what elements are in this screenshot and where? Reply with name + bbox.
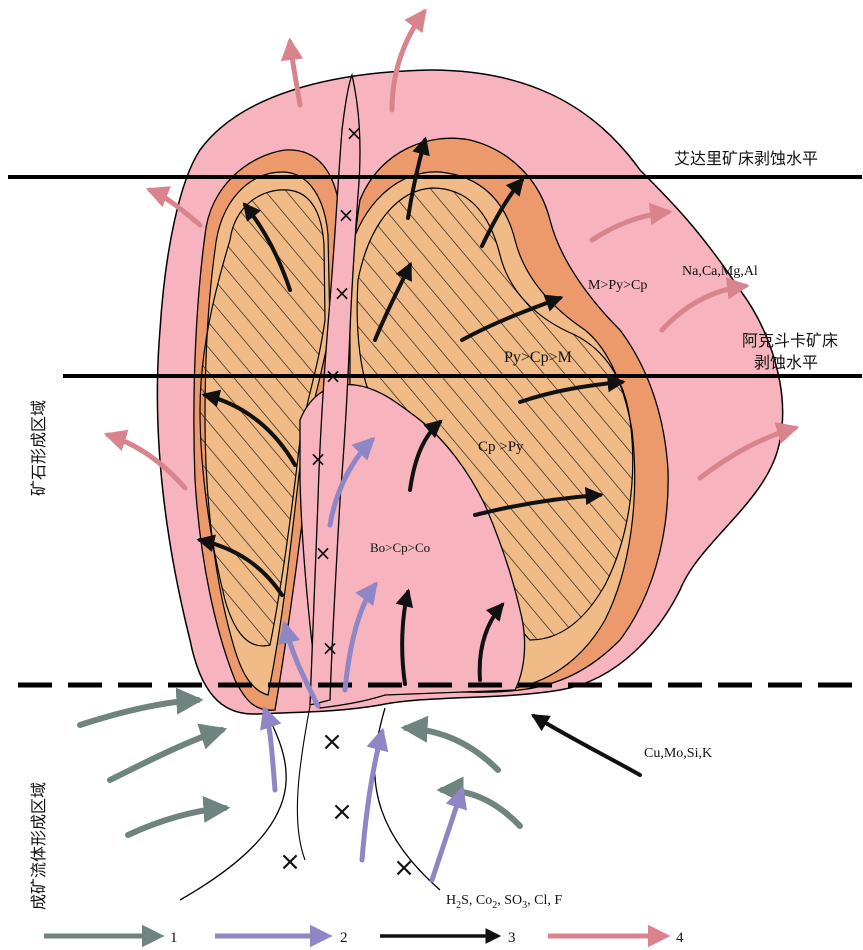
label-mineral-core: Bo>Cp>Co — [370, 540, 430, 555]
x-marker: × — [331, 797, 353, 827]
gray-arrow — [80, 700, 198, 725]
x-marker: × — [393, 853, 415, 883]
label-elements-in: Cu,Mo,Si,K — [644, 746, 712, 761]
label-mineral-inner: Cp >Py — [478, 439, 524, 455]
legend-item-3: 3 — [380, 930, 516, 946]
x-marker: × — [321, 727, 343, 757]
x-marker: × — [334, 281, 351, 305]
x-marker: × — [338, 203, 355, 227]
gray-arrow — [406, 728, 498, 770]
x-marker: × — [315, 541, 332, 565]
blue-arrow — [265, 710, 275, 790]
legend-label-4: 4 — [676, 930, 684, 946]
legend: 1 2 3 4 — [44, 930, 684, 946]
label-akedouka-level-1: 阿克斗卡矿床 — [742, 331, 838, 350]
legend-item-2: 2 — [215, 930, 348, 946]
legend-label-2: 2 — [340, 930, 348, 946]
x-marker: × — [325, 364, 342, 388]
label-ore-zone: 矿石形成区域 — [29, 400, 48, 496]
x-marker: × — [279, 847, 301, 877]
legend-item-4: 4 — [548, 930, 684, 946]
x-marker: × — [310, 447, 327, 471]
label-fluid-zone: 成矿流体形成区域 — [29, 782, 48, 910]
x-marker: × — [322, 636, 339, 660]
label-gases: H2S, Co2, SO3, Cl, F — [446, 893, 562, 911]
gray-arrow — [110, 730, 222, 780]
legend-label-3: 3 — [508, 930, 516, 946]
label-akedouka-level-2: 剥蚀水平 — [754, 353, 818, 372]
label-mineral-outer: M>Py>Cp — [588, 278, 647, 293]
conduit-line-center — [297, 706, 310, 860]
label-elements-out: Na,Ca,Mg,Al — [682, 264, 758, 279]
blue-arrow — [432, 790, 462, 880]
legend-item-1: 1 — [44, 930, 178, 946]
black-arrow — [534, 716, 640, 775]
gray-arrow — [128, 808, 225, 835]
x-marker: × — [346, 121, 363, 145]
legend-label-1: 1 — [170, 930, 178, 946]
label-mineral-mid: Py>Cp>M — [504, 349, 572, 366]
label-aidali-level: 艾达里矿床剥蚀水平 — [674, 149, 818, 168]
blue-arrow — [362, 732, 382, 860]
